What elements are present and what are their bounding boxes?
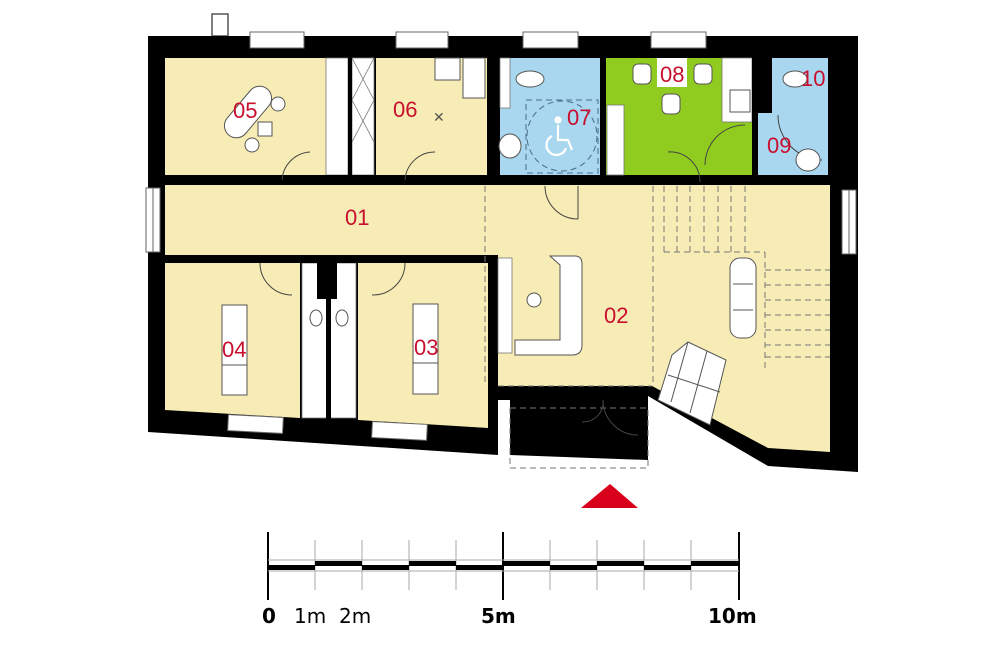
room-label-10: 10 <box>801 66 825 91</box>
treatment-bed-03 <box>412 303 439 395</box>
reception-desk <box>514 255 583 356</box>
entrance-arrow-icon <box>581 484 638 508</box>
scale-bar: 0 1m 2m 5m 10m <box>262 532 757 628</box>
room-label-09: 09 <box>767 133 791 158</box>
wheelchair-icon <box>545 116 574 157</box>
scale-label-0: 0 <box>262 604 276 628</box>
treatment-bed-04 <box>221 304 248 396</box>
closet <box>351 57 375 176</box>
windows-top <box>249 31 707 49</box>
scale-label-10m: 10m <box>708 604 757 628</box>
room-label-03: 03 <box>414 335 438 360</box>
room-label-08: 08 <box>660 62 684 87</box>
sofa <box>729 257 757 339</box>
scale-label-1m: 1m <box>294 604 326 628</box>
staircase <box>657 341 727 426</box>
room-label-02: 02 <box>604 303 628 328</box>
room-label-05: 05 <box>233 98 257 123</box>
room-label-06: 06 <box>393 97 417 122</box>
room-label-07: 07 <box>567 105 591 130</box>
scale-label-2m: 2m <box>339 604 371 628</box>
chimney <box>211 13 229 37</box>
room-label-04: 04 <box>222 337 246 362</box>
scale-label-5m: 5m <box>481 604 516 628</box>
room-01-floor <box>165 185 500 255</box>
room-label-01: 01 <box>345 205 369 230</box>
svg-text:✕: ✕ <box>433 109 445 125</box>
